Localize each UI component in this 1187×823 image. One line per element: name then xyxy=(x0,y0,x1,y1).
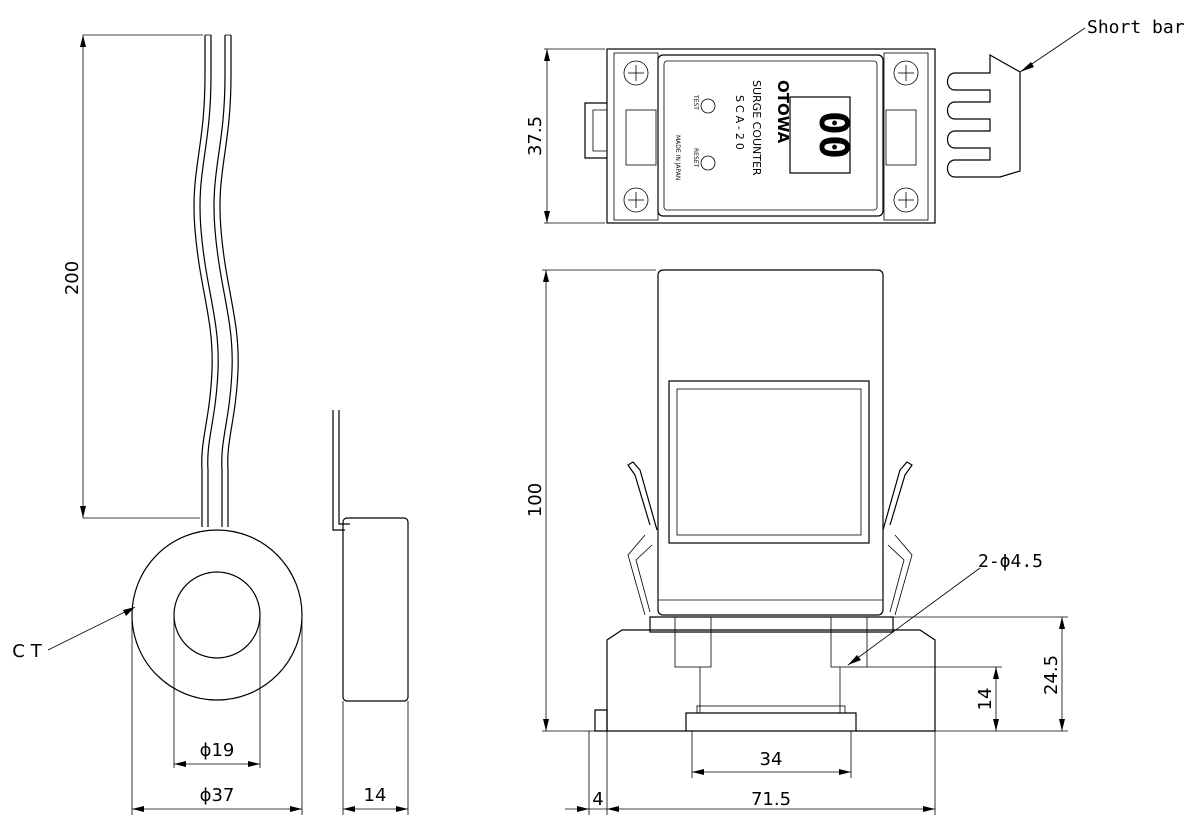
counter-display xyxy=(789,96,851,174)
counter-window xyxy=(668,380,870,544)
lead-wire-3 xyxy=(213,35,233,527)
dim-body-height: 100 xyxy=(525,483,546,517)
panel-top-view: 00 OTOWA SURGE COUNTER SCA-20 TEST RESET… xyxy=(525,17,1185,224)
ct-outer-ring xyxy=(131,529,303,701)
spring-clip-right xyxy=(882,461,913,531)
label-short-bar: Short bar xyxy=(1087,17,1185,38)
dim-base-height: 24.5 xyxy=(1041,655,1062,695)
ct-side-view: 14 xyxy=(332,410,409,815)
counter-side-view: 100 24.5 14 2-ϕ4.5 34 4 71.5 xyxy=(525,269,1068,815)
counter-body xyxy=(657,269,884,616)
dim-mount-holes: 2-ϕ4.5 xyxy=(978,551,1043,572)
lead-wire-4 xyxy=(219,35,239,527)
terminal-screw-left-bottom xyxy=(623,187,649,213)
lead-wire-2 xyxy=(199,35,219,527)
ct-inner-ring xyxy=(173,571,261,659)
label-ct: CT xyxy=(12,641,48,662)
panel-outline xyxy=(606,48,936,224)
dim-foot-height: 14 xyxy=(975,688,996,711)
counter-base xyxy=(606,629,936,732)
dim-base-width: 71.5 xyxy=(751,789,791,810)
din-rail-slot xyxy=(685,712,857,731)
terminal-screw-right-top xyxy=(893,60,919,86)
lead-wire-1 xyxy=(193,35,213,527)
dim-ct-outer-dia: ϕ37 xyxy=(200,785,235,806)
spring-clip-left xyxy=(627,461,658,531)
test-label: TEST xyxy=(692,94,699,110)
counter-display-value: 00 xyxy=(810,111,856,159)
dim-top-height: 37.5 xyxy=(525,116,546,156)
ct-leader-line xyxy=(47,606,136,651)
terminal-screw-right-bottom xyxy=(893,187,919,213)
product-text: SURGE COUNTER xyxy=(750,80,763,176)
model-text: SCA-20 xyxy=(733,95,746,153)
panel-faceplate xyxy=(657,54,884,217)
reset-button[interactable] xyxy=(700,155,716,171)
dim-lead-length: 200 xyxy=(62,261,83,295)
mount-hole-leader xyxy=(847,567,981,666)
origin-text: MADE IN JAPAN xyxy=(674,135,681,180)
reset-label: RESET xyxy=(692,148,699,168)
brand-text: OTOWA xyxy=(774,80,792,144)
dim-ct-thickness: 14 xyxy=(364,785,387,806)
dim-offset: 4 xyxy=(592,789,603,810)
dim-ct-inner-dia: ϕ19 xyxy=(200,740,235,761)
ct-front-view: 200 ϕ19 ϕ37 CT xyxy=(12,34,303,815)
terminal-screw-left-top xyxy=(623,60,649,86)
short-bar xyxy=(946,53,1021,178)
test-button[interactable] xyxy=(700,98,716,114)
ct-side-body xyxy=(342,517,409,702)
dim-rail-width: 34 xyxy=(760,749,783,770)
